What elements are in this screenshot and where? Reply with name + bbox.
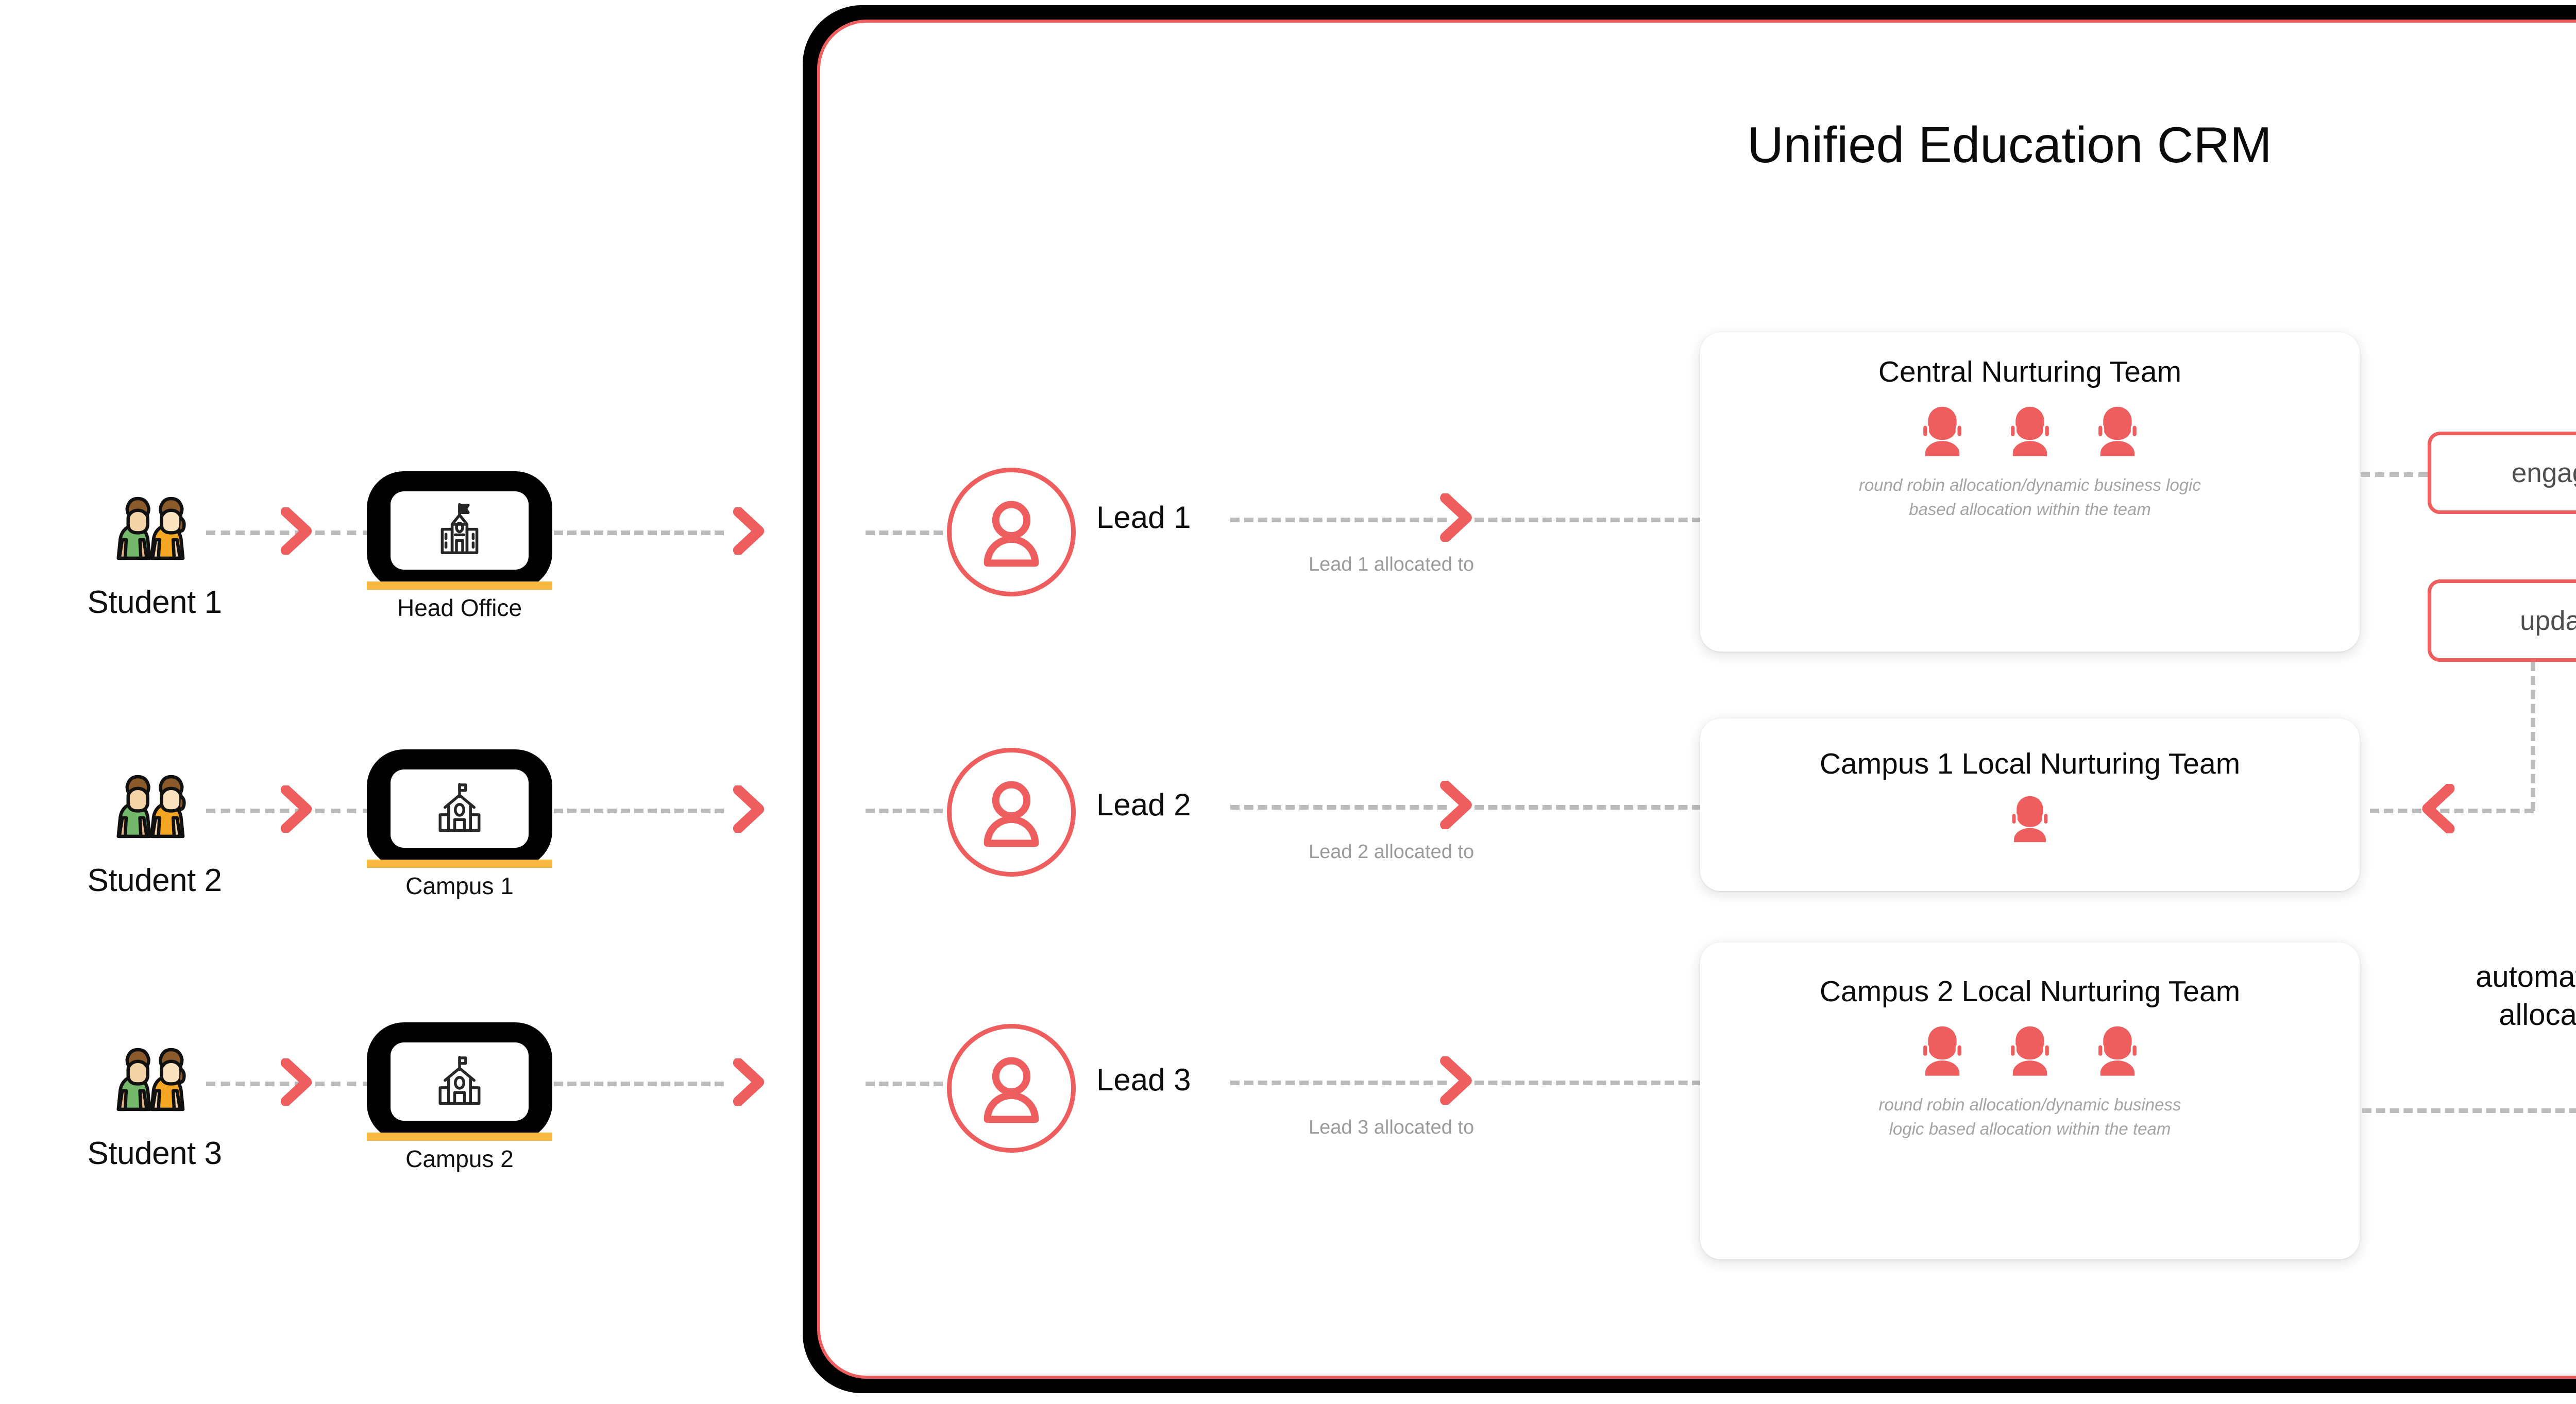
agent-headset-icon xyxy=(1921,1022,1963,1076)
connector-lead2-to-team-2 xyxy=(1475,805,1701,810)
chevron-right-icon xyxy=(1440,781,1472,829)
student-label: Student 1 xyxy=(87,585,222,620)
lead-3-label: Lead 3 xyxy=(1096,1063,1191,1097)
office-campus-2[interactable]: Campus 2 xyxy=(367,1022,552,1173)
team-note-line2: logic based allocation within the team xyxy=(1889,1119,2171,1138)
person-icon xyxy=(984,501,1039,567)
team-title: Campus 2 Local Nurturing Team xyxy=(1819,975,2241,1008)
callout-label: updates campus details xyxy=(2520,605,2576,636)
connector-into-campus2 xyxy=(315,1082,372,1086)
connector-office-to-crm xyxy=(554,530,724,535)
office-label: Campus 1 xyxy=(405,872,514,899)
agent-headset-icon xyxy=(2096,1022,2139,1076)
lead-3-avatar[interactable] xyxy=(947,1024,1076,1153)
agent-headset-icon xyxy=(2009,1022,2051,1076)
campus-school-icon xyxy=(438,783,481,832)
connector-to-campus2-card xyxy=(2362,1108,2576,1113)
connector-lead1-to-team-2 xyxy=(1475,518,1701,522)
lead-1-label: Lead 1 xyxy=(1096,500,1191,535)
connector-into-office xyxy=(315,530,372,535)
team-title: Central Nurturing Team xyxy=(1878,355,2182,388)
students-pair-icon xyxy=(116,496,186,560)
connector-updates-down-left xyxy=(2531,662,2535,811)
connector-to-lead1 xyxy=(866,530,943,535)
students-pair-icon xyxy=(116,775,186,838)
connector-student2-campus1 xyxy=(206,809,304,813)
connector-into-campus1 xyxy=(315,809,372,813)
connector-student3-campus2 xyxy=(206,1082,304,1086)
lead-2-label: Lead 2 xyxy=(1096,787,1191,822)
office-label: Campus 2 xyxy=(405,1145,514,1172)
team-card-campus-1[interactable]: Campus 1 Local Nurturing Team xyxy=(1700,718,2360,891)
lead-1-allocation-label: Lead 1 allocated to xyxy=(1309,554,1475,575)
person-icon xyxy=(984,1057,1039,1123)
automated-allocation-note: automated lead allocation to xyxy=(2403,958,2576,1034)
connector-campus1-to-crm xyxy=(554,809,724,813)
office-campus-1[interactable]: Campus 1 xyxy=(367,749,552,900)
student-label: Student 3 xyxy=(87,1136,222,1171)
chevron-right-icon xyxy=(733,1058,765,1106)
tile-accent-strip xyxy=(367,860,552,868)
agent-group xyxy=(1700,399,2360,460)
agent-headset-icon xyxy=(2009,403,2051,456)
lead-2-avatar[interactable] xyxy=(947,748,1076,877)
lead-2-allocation-label: Lead 2 allocated to xyxy=(1309,841,1475,863)
chevron-right-icon xyxy=(1440,493,1472,542)
student-1: Student 1 xyxy=(59,479,250,621)
office-label: Head Office xyxy=(397,594,522,621)
chevron-right-icon xyxy=(1440,1056,1472,1105)
lead-3-allocation-label: Lead 3 allocated to xyxy=(1309,1117,1475,1138)
student-2: Student 2 xyxy=(59,757,250,899)
note-line-1: automated lead xyxy=(2476,960,2576,994)
person-icon xyxy=(984,781,1039,847)
head-office-building-icon xyxy=(440,503,479,554)
connector-central-to-engages xyxy=(2361,472,2428,477)
note-line-2: allocation to xyxy=(2499,998,2576,1032)
agent-group xyxy=(1700,1019,2360,1080)
team-card-campus-2[interactable]: Campus 2 Local Nurturing Team xyxy=(1700,943,2360,1259)
connector-updates-to-campus1 xyxy=(2370,809,2534,813)
chevron-left-icon xyxy=(2422,784,2455,833)
page-title: Unified Education CRM xyxy=(1747,116,2272,173)
chevron-right-icon xyxy=(733,785,765,833)
student-label: Student 2 xyxy=(87,863,222,898)
chevron-right-icon xyxy=(733,507,765,555)
team-note: round robin allocation/dynamic business … xyxy=(1700,1093,2360,1141)
team-note-line2: based allocation within the team xyxy=(1909,499,2151,519)
callout-engages-with-student[interactable]: engages with the student xyxy=(2428,432,2576,514)
campus-school-icon xyxy=(438,1056,481,1105)
callout-label: engages with the student xyxy=(2511,457,2576,488)
agent-headset-icon xyxy=(1921,403,1963,456)
callout-updates-campus-details[interactable]: updates campus details xyxy=(2428,579,2576,662)
agent-headset-icon xyxy=(2010,793,2049,843)
team-card-central[interactable]: Central Nurturing Team xyxy=(1700,332,2360,652)
connector-to-lead3 xyxy=(866,1082,943,1086)
lead-1-avatar[interactable] xyxy=(947,468,1076,596)
connector-lead2-to-team xyxy=(1230,805,1447,810)
connector-lead3-to-team xyxy=(1230,1081,1447,1085)
agent-group xyxy=(1700,789,2360,846)
connector-student1-office xyxy=(206,530,304,535)
team-note: round robin allocation/dynamic business … xyxy=(1700,473,2360,522)
office-head-office[interactable]: Head Office xyxy=(367,471,552,622)
connector-campus2-to-crm xyxy=(554,1082,724,1086)
student-3: Student 3 xyxy=(59,1030,250,1172)
chevron-right-icon xyxy=(280,507,312,555)
students-pair-icon xyxy=(116,1048,186,1111)
tile-accent-strip xyxy=(367,1133,552,1141)
crm-frame xyxy=(803,5,2576,1393)
connector-lead3-to-team-2 xyxy=(1475,1081,1701,1085)
chevron-right-icon xyxy=(280,785,312,833)
tile-accent-strip xyxy=(367,581,552,590)
team-title: Campus 1 Local Nurturing Team xyxy=(1819,747,2241,780)
chevron-right-icon xyxy=(280,1058,312,1106)
agent-headset-icon xyxy=(2096,403,2139,456)
connector-to-lead2 xyxy=(866,809,943,813)
connector-lead1-to-team xyxy=(1230,518,1447,522)
team-note-line1: round robin allocation/dynamic business xyxy=(1878,1095,2181,1114)
team-note-line1: round robin allocation/dynamic business … xyxy=(1858,475,2201,494)
